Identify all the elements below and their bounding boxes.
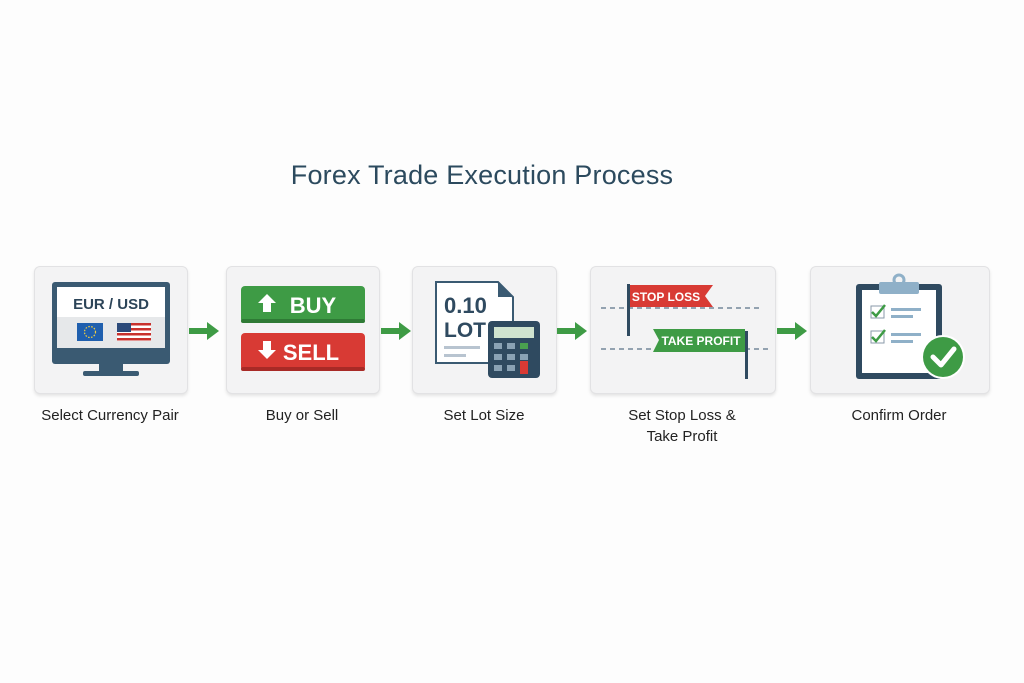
arrow-right-icon [557, 322, 587, 340]
arrow-up-icon [258, 294, 276, 312]
svg-text:SELL: SELL [283, 340, 339, 365]
monitor-currency-pair-icon: EUR / USD [52, 282, 170, 376]
page-title: Forex Trade Execution Process [290, 160, 674, 190]
currency-pair-text: EUR / USD [73, 296, 149, 313]
step-label: Set Stop Loss & Take Profit [592, 405, 772, 447]
buy-sell-buttons-icon: BUY SELL [241, 286, 365, 371]
step-buy-or-sell: BUY SELL [226, 266, 380, 394]
svg-text:0.10: 0.10 [444, 293, 487, 318]
buy-button-graphic [241, 286, 365, 323]
step-label: Confirm Order [851, 407, 947, 424]
arrow-right-icon [381, 322, 411, 340]
svg-text:STOP LOSS: STOP LOSS [632, 290, 700, 304]
step-select-currency-pair: EUR / USD [34, 266, 188, 394]
take-profit-flag [653, 329, 745, 352]
lot-calculator-icon: 0.10 LOT [435, 281, 540, 378]
step-label-line: Take Profit [646, 428, 718, 445]
sell-button-graphic [241, 333, 365, 371]
step-set-stop-loss-take-profit: STOP LOSS TAKE PROFIT [590, 266, 776, 394]
clipboard-check-icon [856, 273, 965, 379]
arrow-down-icon [258, 341, 276, 359]
svg-text:LOT: LOT [444, 319, 486, 342]
us-flag-icon [117, 323, 151, 341]
step-label-line: Set Stop Loss & [628, 407, 736, 424]
svg-text:TAKE PROFIT: TAKE PROFIT [661, 334, 741, 348]
step-label: Select Currency Pair [41, 407, 179, 424]
svg-text:BUY: BUY [290, 293, 337, 318]
eu-flag-icon [77, 323, 103, 341]
step-label: Buy or Sell [265, 407, 339, 424]
stop-loss-flag [630, 285, 713, 307]
step-set-lot-size: 0.10 LOT [412, 266, 557, 394]
check-circle-icon [923, 337, 963, 377]
step-confirm-order [810, 266, 990, 394]
stop-loss-take-profit-flags-icon: STOP LOSS TAKE PROFIT [601, 284, 769, 379]
arrow-right-icon [189, 322, 219, 340]
arrow-right-icon [777, 322, 807, 340]
step-label: Set Lot Size [443, 407, 525, 424]
